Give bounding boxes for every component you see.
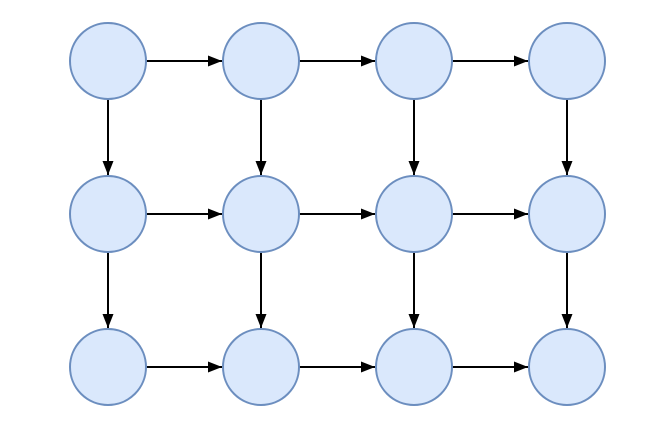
graph-node-r3c4: [528, 328, 606, 406]
graph-node-r1c4: [528, 22, 606, 100]
graph-node-r2c1: [69, 175, 147, 253]
graph-node-r3c1: [69, 328, 147, 406]
graph-node-r2c4: [528, 175, 606, 253]
graph-node-r3c2: [222, 328, 300, 406]
graph-node-r2c2: [222, 175, 300, 253]
graph-node-r1c2: [222, 22, 300, 100]
graph-node-r1c1: [69, 22, 147, 100]
graph-node-r3c3: [375, 328, 453, 406]
graph-node-r2c3: [375, 175, 453, 253]
graph-node-r1c3: [375, 22, 453, 100]
